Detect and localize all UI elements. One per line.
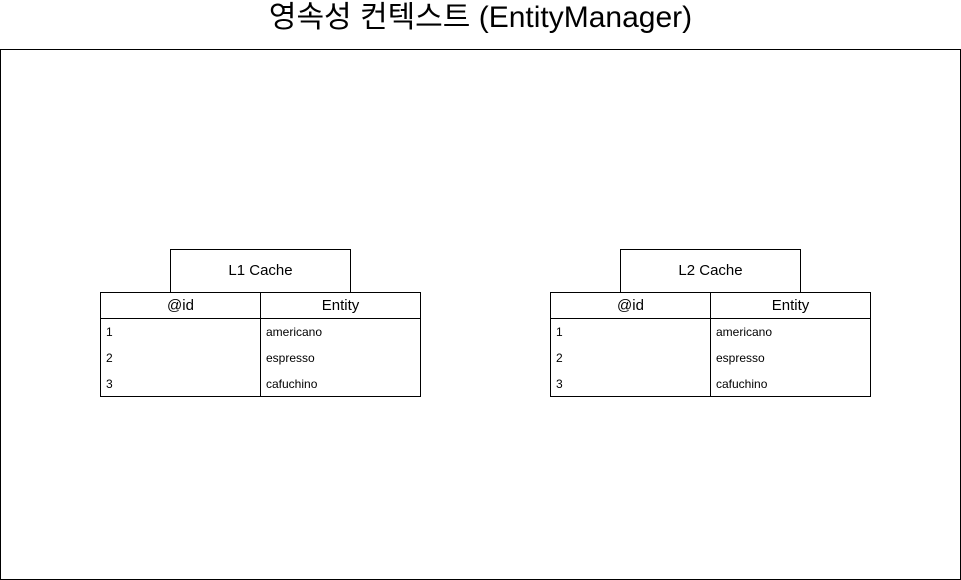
entity-column: Entity americano espresso cafuchino <box>711 293 870 396</box>
entity-cell: espresso <box>716 351 765 365</box>
entity-column-header: Entity <box>711 293 870 319</box>
entity-cell: espresso <box>266 351 315 365</box>
id-column: @id 1 2 3 <box>101 293 261 396</box>
id-column-header: @id <box>101 293 260 319</box>
id-cell: 3 <box>556 377 563 391</box>
l2-cache: L2 Cache @id 1 2 3 Entity americano espr… <box>550 249 871 397</box>
diagram-title: 영속성 컨텍스트 (EntityManager) <box>268 1 693 34</box>
entity-column: Entity americano espresso cafuchino <box>261 293 420 396</box>
entity-cell: americano <box>716 325 773 339</box>
entity-cell: cafuchino <box>266 377 318 391</box>
id-cell: 2 <box>556 351 563 365</box>
id-cell: 1 <box>556 325 563 339</box>
entity-cell: americano <box>266 325 323 339</box>
l1-cache: L1 Cache @id 1 2 3 Entity americano espr… <box>100 249 421 397</box>
id-column-header: @id <box>551 293 710 319</box>
id-cell: 2 <box>106 351 113 365</box>
id-cell: 1 <box>106 325 113 339</box>
cache-table: @id 1 2 3 Entity americano espresso cafu… <box>100 292 421 397</box>
id-cell: 3 <box>106 377 113 391</box>
entity-cell: cafuchino <box>716 377 768 391</box>
id-column: @id 1 2 3 <box>551 293 711 396</box>
entity-column-header: Entity <box>261 293 420 319</box>
cache-label: L1 Cache <box>170 249 351 292</box>
cache-table: @id 1 2 3 Entity americano espresso cafu… <box>550 292 871 397</box>
cache-label: L2 Cache <box>620 249 801 292</box>
